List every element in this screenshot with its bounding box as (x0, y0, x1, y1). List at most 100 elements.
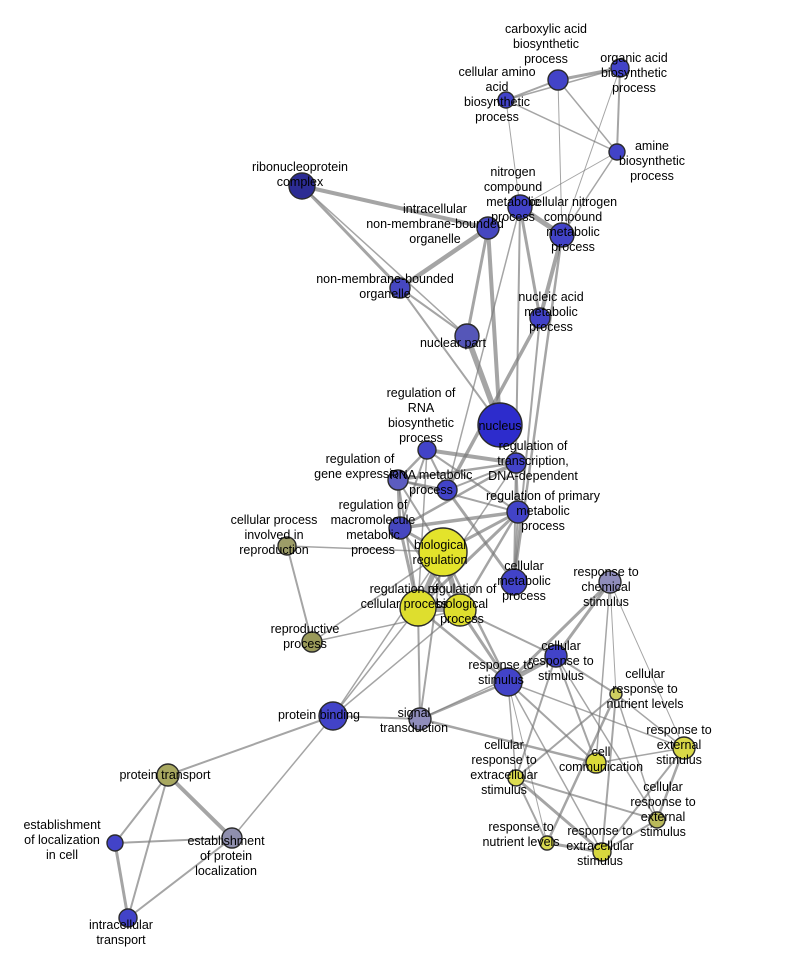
edge-response_to_extracellular_stimulus--response_to_external_stimulus (601, 747, 685, 853)
edge-cellular_response_to_nutrient_levels--response_to_external_stimulus (615, 693, 685, 749)
edge-carboxylic_acid_biosynthetic_process--amine_biosynthetic_process (557, 79, 618, 153)
edge-establishment_of_localization_in_cell--establishment_of_protein_localization (114, 837, 233, 844)
edge-regulation_of_gene_expression--regulation_of_primary_metabolic_process (397, 479, 519, 513)
node-cellular_response_to_external_stimulus[interactable] (648, 811, 666, 829)
edge-protein_transport--intracellular_transport (127, 774, 169, 919)
edge-cellular_response_to_stimulus--cellular_response_to_extracellular_stimulus (515, 655, 557, 779)
edge-response_to_stimulus--cellular_response_to_extracellular_stimulus (507, 681, 517, 779)
edge-organic_acid_biosynthetic_process--cellular_nitrogen_compound_metabolic_process (561, 67, 621, 236)
edge-cellular_response_to_stimulus--response_to_chemical_stimulus (554, 580, 612, 658)
node-protein_binding[interactable] (318, 701, 348, 731)
node-establishment_of_localization_in_cell[interactable] (106, 834, 124, 852)
node-regulation_of_primary_metabolic_process[interactable] (506, 500, 530, 524)
node-amine_biosynthetic_process[interactable] (608, 143, 626, 161)
edge-protein_transport--establishment_of_protein_localization (166, 773, 234, 840)
node-carboxylic_acid_biosynthetic_process[interactable] (547, 69, 569, 91)
node-cellular_amino_acid_biosynthetic_process[interactable] (497, 91, 515, 109)
edge-cellular_response_to_nutrient_levels--response_to_nutrient_levels (545, 692, 618, 845)
node-cellular_response_to_stimulus[interactable] (544, 644, 568, 668)
edge-signal_transduction--cellular_response_to_stimulus (419, 655, 557, 720)
edge-establishment_of_localization_in_cell--intracellular_transport (113, 841, 130, 920)
node-response_to_stimulus[interactable] (493, 667, 523, 697)
nodes-layer (106, 58, 696, 928)
node-establishment_of_protein_localization[interactable] (221, 827, 243, 849)
edge-regulation_of_rna_biosynthetic_process--regulation_of_macromolecule_metabolic_process (399, 449, 428, 529)
node-regulation_of_cellular_process[interactable] (399, 589, 437, 627)
node-nuclear_part[interactable] (454, 323, 480, 349)
node-regulation_of_rna_biosynthetic_process[interactable] (417, 440, 437, 460)
node-nitrogen_compound_metabolic_process[interactable] (507, 194, 533, 220)
edge-protein_binding--biological_regulation (332, 551, 444, 717)
edge-response_to_extracellular_stimulus--cellular_response_to_external_stimulus (601, 819, 658, 853)
edge-regulation_of_biological_process--cellular_response_to_stimulus (459, 609, 557, 657)
edge-response_to_stimulus--response_to_nutrient_levels (507, 681, 548, 844)
node-cell_communication[interactable] (585, 752, 607, 774)
edge-biological_regulation--signal_transduction (419, 551, 444, 720)
node-regulation_of_biological_process[interactable] (443, 593, 477, 627)
node-response_to_extracellular_stimulus[interactable] (592, 842, 612, 862)
edge-nitrogen_compound_metabolic_process--nucleic_acid_metabolic_process (518, 205, 542, 320)
node-regulation_of_macromolecule_metabolic_process[interactable] (388, 516, 412, 540)
node-response_to_external_stimulus[interactable] (672, 736, 696, 760)
edge-intracellular_non_membrane_bounded_organelle--nuclear_part (465, 226, 490, 338)
edge-ribonucleoprotein_complex--intracellular_non_membrane_bounded_organelle (300, 184, 490, 230)
node-response_to_chemical_stimulus[interactable] (598, 570, 622, 594)
edge-cellular_amino_acid_biosynthetic_process--amine_biosynthetic_process (505, 99, 618, 153)
node-nucleic_acid_metabolic_process[interactable] (529, 307, 551, 329)
node-cellular_metabolic_process[interactable] (500, 568, 528, 596)
edge-nucleic_acid_metabolic_process--cellular_metabolic_process (513, 317, 541, 583)
edge-response_to_external_stimulus--cell_communication (595, 747, 685, 764)
edge-ribonucleoprotein_complex--non_membrane_bounded_organelle (300, 184, 402, 290)
edge-cellular_response_to_stimulus--cell_communication (555, 655, 597, 764)
node-cellular_process_involved_in_reproduction[interactable] (277, 536, 297, 556)
edge-regulation_of_transcription_dna_dependent--regulation_of_cellular_process (417, 462, 517, 609)
node-cellular_response_to_nutrient_levels[interactable] (609, 687, 623, 701)
edge-response_to_chemical_stimulus--response_to_external_stimulus (609, 581, 685, 749)
edge-establishment_of_protein_localization--intracellular_transport (127, 837, 233, 919)
node-rna_metabolic_process[interactable] (436, 479, 458, 501)
label-nuclear_part: nuclear part (420, 336, 487, 350)
node-ribonucleoprotein_complex[interactable] (288, 172, 316, 200)
edge-protein_binding--regulation_of_cellular_process (332, 607, 419, 717)
node-cellular_nitrogen_compound_metabolic_process[interactable] (549, 222, 575, 248)
node-nucleus[interactable] (477, 402, 523, 448)
node-regulation_of_transcription_dna_dependent[interactable] (505, 452, 527, 474)
edge-intracellular_non_membrane_bounded_organelle--non_membrane_bounded_organelle (397, 225, 491, 291)
node-cellular_response_to_extracellular_stimulus[interactable] (507, 769, 525, 787)
node-intracellular_non_membrane_bounded_organelle[interactable] (476, 216, 500, 240)
node-response_to_nutrient_levels[interactable] (539, 835, 555, 851)
node-reproductive_process[interactable] (301, 631, 323, 653)
edge-cellular_nitrogen_compound_metabolic_process--nucleic_acid_metabolic_process (538, 233, 564, 320)
node-non_membrane_bounded_organelle[interactable] (389, 277, 411, 299)
node-organic_acid_biosynthetic_process[interactable] (610, 58, 630, 78)
edge-protein_binding--regulation_of_biological_process (332, 609, 461, 717)
node-protein_transport[interactable] (156, 763, 180, 787)
edge-response_to_stimulus--response_to_extracellular_stimulus (507, 681, 603, 853)
node-signal_transduction[interactable] (408, 707, 432, 731)
node-regulation_of_gene_expression[interactable] (387, 469, 409, 491)
node-intracellular_transport[interactable] (118, 908, 138, 928)
edge-carboxylic_acid_biosynthetic_process--cellular_nitrogen_compound_metabolic_process (557, 79, 563, 236)
node-biological_regulation[interactable] (418, 527, 468, 577)
